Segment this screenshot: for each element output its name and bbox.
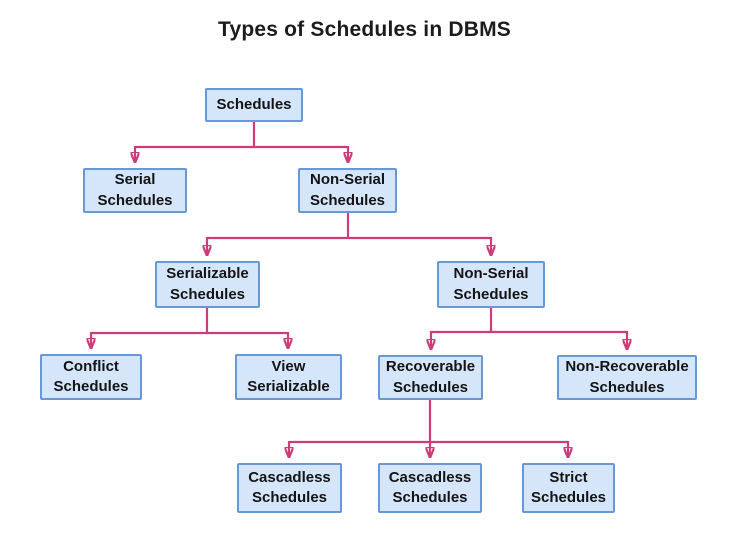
node-recoverable-schedules: Recoverable Schedules xyxy=(378,355,483,400)
node-cascadless-schedules-2: Cascadless Schedules xyxy=(378,463,482,513)
node-non-recoverable-schedules: Non-Recoverable Schedules xyxy=(557,355,697,400)
node-view-serializable: View Serializable xyxy=(235,354,342,400)
node-serializable-schedules: Serializable Schedules xyxy=(155,261,260,308)
node-serial-schedules: Serial Schedules xyxy=(83,168,187,213)
diagram-title: Types of Schedules in DBMS xyxy=(217,18,512,41)
node-schedules: Schedules xyxy=(205,88,303,122)
node-cascadless-schedules-1: Cascadless Schedules xyxy=(237,463,342,513)
node-conflict-schedules: Conflict Schedules xyxy=(40,354,142,400)
node-non-serial-schedules: Non-Serial Schedules xyxy=(298,168,397,213)
node-strict-schedules: Strict Schedules xyxy=(522,463,615,513)
node-non-serial-schedules-2: Non-Serial Schedules xyxy=(437,261,545,308)
